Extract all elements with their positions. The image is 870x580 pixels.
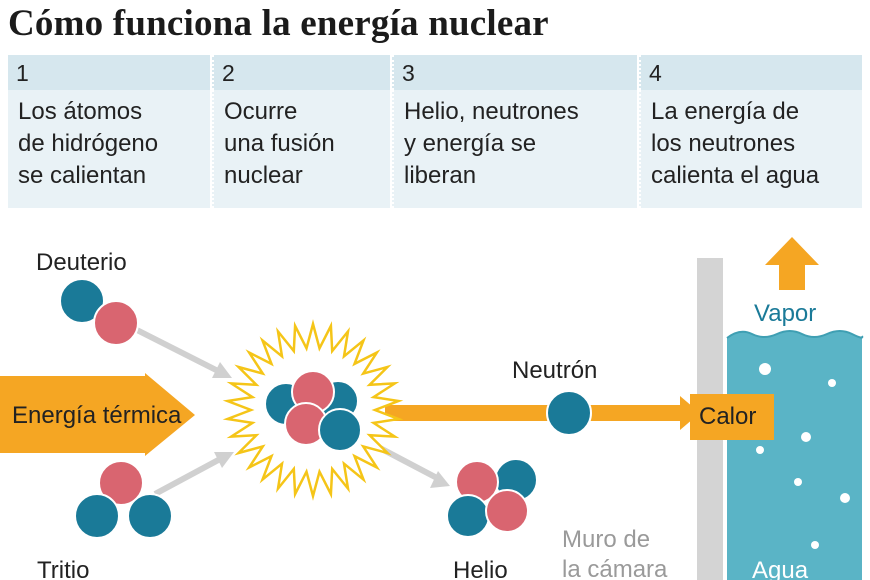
proton-particle [485, 489, 529, 533]
neutron-particle [127, 493, 173, 539]
deuterium-arrow [131, 325, 222, 375]
step-number: 4 [639, 55, 862, 90]
step-line: La energía de [651, 98, 800, 125]
proton-particle [93, 300, 139, 346]
wall-label-line1: Muro de [562, 526, 650, 553]
step-line: Los átomos [18, 98, 143, 125]
step-number: 3 [392, 55, 637, 90]
step-line: una fusión [224, 130, 335, 157]
fusion-nucleus [264, 370, 362, 452]
thermal-energy-label: Energía térmica [12, 402, 182, 429]
bubble [801, 432, 811, 442]
bubble [811, 541, 819, 549]
proton-particle [98, 460, 144, 506]
step-description: La energía de los neutrones calienta el … [639, 90, 862, 208]
helium-arrow-head [430, 471, 450, 488]
step-number: 2 [212, 55, 390, 90]
wall-label-line2: la cámara [562, 556, 668, 580]
tritium-arrow-head [214, 452, 234, 468]
water-surface [726, 330, 864, 339]
neutron-particle [446, 494, 490, 538]
neutron-label: Neutrón [512, 357, 597, 384]
step-description: Helio, neutrones y energía se liberan [392, 90, 637, 208]
deuterium-atom [59, 278, 139, 346]
step-3: 3 Helio, neutrones y energía se liberan [392, 55, 637, 208]
step-line: nuclear [224, 162, 303, 189]
step-description: Los átomos de hidrógeno se calientan [8, 90, 210, 208]
thermal-energy-arrow [0, 373, 195, 456]
helium-label: Helio [453, 557, 508, 580]
neutron-particle [59, 278, 105, 324]
bubble [756, 446, 764, 454]
calor-box [690, 394, 774, 440]
step-2: 2 Ocurre una fusión nuclear [212, 55, 390, 208]
bubble [840, 493, 850, 503]
vapor-label: Vapor [754, 300, 816, 327]
bubble [828, 379, 836, 387]
step-4: 4 La energía de los neutrones calienta e… [639, 55, 862, 208]
steps-header: 1 Los átomos de hidrógeno se calientan 2… [8, 55, 862, 208]
step-1: 1 Los átomos de hidrógeno se calientan [8, 55, 210, 208]
step-line: se calientan [18, 162, 147, 189]
bubble [759, 363, 771, 375]
helium-atom [446, 458, 538, 538]
page-title: Cómo funciona la energía nuclear [8, 3, 549, 44]
step-line: liberan [404, 162, 477, 189]
step-line: y energía se [404, 130, 537, 157]
deuterium-arrow-head [212, 362, 232, 378]
energy-beam [385, 405, 550, 421]
step-number: 1 [8, 55, 210, 90]
tritium-arrow [153, 455, 224, 497]
step-line: de hidrógeno [18, 130, 159, 157]
water-label: Agua [752, 557, 809, 580]
step-line: calienta el agua [651, 162, 820, 189]
bubble [794, 478, 802, 486]
tritium-label: Tritio [37, 557, 89, 580]
step-line: los neutrones [651, 130, 796, 157]
neutron-particle [546, 390, 592, 436]
heat-label: Calor [699, 403, 756, 430]
step-line: Ocurre [224, 98, 298, 125]
tritium-atom [74, 460, 173, 539]
neutron-particle [318, 408, 362, 452]
neutron-particle [74, 493, 120, 539]
deuterium-label: Deuterio [36, 249, 127, 276]
step-line: Helio, neutrones [404, 98, 579, 125]
vapor-arrow-icon [765, 237, 819, 290]
water-body [727, 331, 863, 580]
step-description: Ocurre una fusión nuclear [212, 90, 390, 208]
energy-beam [590, 405, 682, 421]
